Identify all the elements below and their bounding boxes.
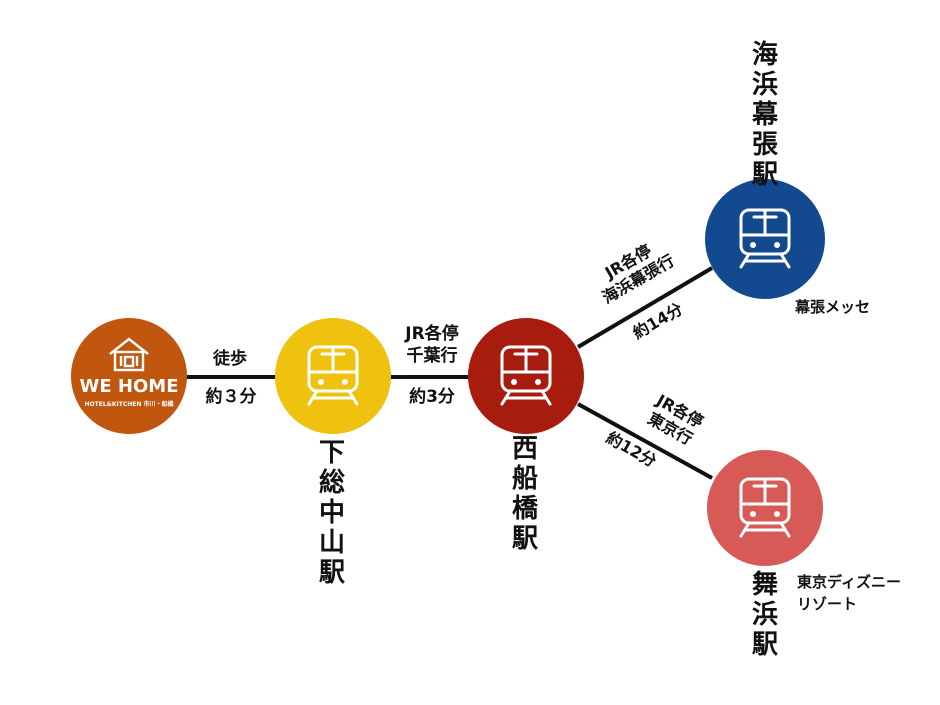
seg-nishi-line1: JR各停: [405, 324, 459, 344]
hotel-logo-subtext: HOTEL&KITCHEN 市川・船橋: [85, 400, 175, 408]
station-kaihin-makuhari: [705, 179, 825, 299]
walk-mode: 徒歩: [213, 349, 247, 369]
station-nishi-funabashi: [468, 318, 584, 434]
station-maihama: [707, 450, 823, 566]
landmark-tokyo-disney-line1: 東京ディズニー: [797, 573, 901, 591]
seg-nishi-time: 約3分: [409, 387, 455, 407]
hotel-logo-text: WE HOME: [80, 376, 179, 397]
landmark-makuhari-messe: 幕張メッセ: [795, 298, 871, 316]
station-name-nishi-funabashi: 西船橋駅: [511, 434, 538, 554]
station-name-kaihin-makuhari: 海浜幕張駅: [751, 40, 778, 190]
hotel-logo: WE HOME HOTEL&KITCHEN 市川・船橋: [71, 318, 187, 434]
station-name-shimosa-nakayama: 下総中山駅: [318, 438, 345, 588]
house-fork-knife-icon: [109, 337, 149, 372]
train-icon: [307, 345, 359, 406]
seg-kaihin-time: 約14分: [630, 299, 687, 343]
line-to-kaihinmakuhari: [576, 266, 714, 349]
label-to-maihama: JR各停 東京行 約12分: [603, 390, 707, 471]
seg-nishi-line2: 千葉行: [406, 346, 458, 366]
walk-time: 約３分: [205, 387, 257, 407]
landmark-tokyo-disney-line2: リゾート: [797, 595, 858, 613]
train-icon: [739, 208, 791, 269]
station-shimosa-nakayama: [275, 318, 391, 434]
train-icon: [500, 345, 552, 406]
line-to-maihama: [577, 402, 713, 480]
train-icon: [739, 477, 791, 538]
station-name-maihama: 舞浜駅: [751, 570, 778, 660]
